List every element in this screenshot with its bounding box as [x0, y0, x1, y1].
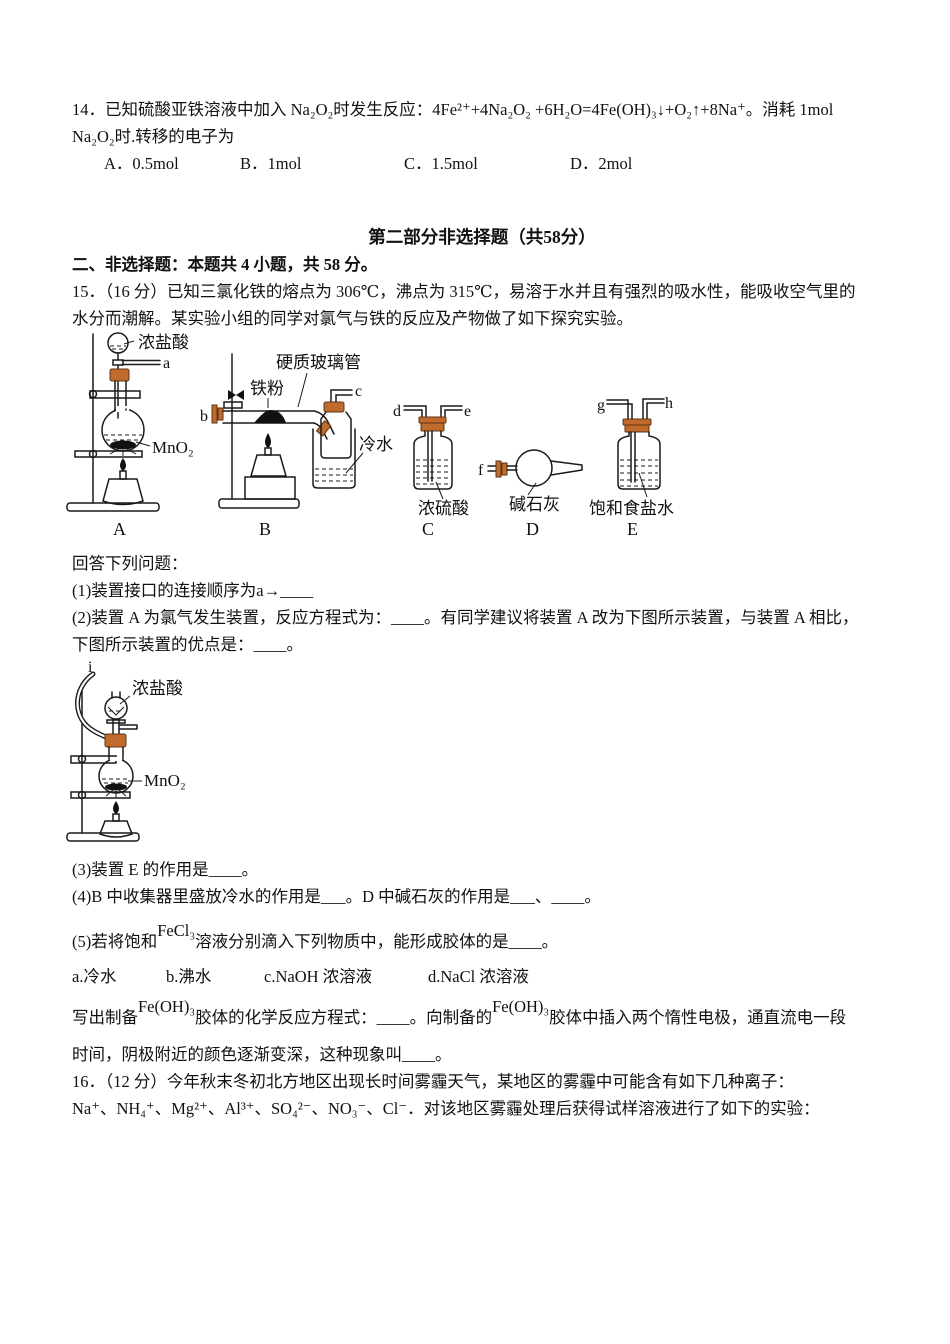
port-e-label: e [464, 403, 471, 420]
apparatus-A-chlorine-generator: 浓盐酸 a MnO₂ A [66, 332, 194, 539]
q14-option-d: D．2mol [570, 154, 633, 173]
label-cold-water: 冷水 [359, 435, 393, 454]
q5-option-a: a.冷水 [72, 967, 117, 986]
q5-prefix: (5)若将饱和 [72, 932, 158, 951]
figure-improved-generator: i MnO₂ 浓盐酸 [66, 659, 186, 842]
q14-option-b: B．1mol [240, 154, 302, 173]
label-saturated-brine: 饱和食盐水 [589, 499, 674, 518]
figure-apparatus-set: 浓盐酸 a MnO₂ A b 铁粉 硬质玻璃管 [66, 332, 674, 539]
q5b-formula-feoh3-1: Fe(OH)₃ [138, 997, 196, 1016]
apparatus-improved-generator: i MnO₂ 浓盐酸 [66, 659, 186, 842]
label-conc-hcl-A: 浓盐酸 [138, 333, 189, 352]
device-label-E: E [627, 519, 638, 539]
q15-q4: (4)B 中收集器里盛放冷水的作用是___。D 中碱石灰的作用是___、____… [72, 887, 601, 906]
label-soda-lime: 碱石灰 [509, 495, 560, 514]
q15-q2-line2: 下图所示装置的优点是：____。 [72, 635, 303, 654]
label-mno2-A: MnO₂ [152, 438, 194, 457]
section-header: 第二部分非选择题（共58分） [368, 227, 596, 247]
q5b-part1: 写出制备 [72, 1008, 138, 1027]
q15-intro-line2: 水分而潮解。某实验小组的同学对氯气与铁的反应及产物做了如下探究实验。 [72, 309, 633, 328]
section-subheader: 二、非选择题：本题共 4 小题，共 58 分。 [72, 255, 378, 274]
q5b-formula-feoh3-2: Fe(OH)₃ [492, 997, 550, 1016]
q5-suffix: 溶液分别滴入下列物质中，能形成胶体的是____。 [195, 932, 559, 951]
q14-option-c: C．1.5mol [404, 154, 478, 173]
apparatus-C-gas-washing-bottle: d e 浓硫酸 C [393, 403, 471, 539]
q15-q1: (1)装置接口的连接顺序为a→____ [72, 581, 314, 600]
apparatus-E-saturated-brine-bottle: g h 饱和食盐水 E [589, 395, 674, 539]
q14-options: A．0.5mol B．1mol C．1.5mol D．2mol [72, 150, 892, 177]
label-conc-hcl-improved: 浓盐酸 [132, 679, 183, 698]
port-d-label: d [393, 403, 401, 420]
q5-options-row: a.冷水 b.沸水 c.NaOH 浓溶液 d.NaCl 浓溶液 [72, 963, 892, 990]
device-label-B: B [259, 519, 271, 539]
q16-line2: Na⁺、NH₄⁺、Mg²⁺、Al³⁺、SO₄²⁻、NO₃⁻、Cl⁻．对该地区雾霾… [72, 1099, 820, 1118]
label-conc-h2so4: 浓硫酸 [418, 499, 469, 518]
q16-line1: 16．（12 分）今年秋末冬初北方地区出现长时间雾霾天气，某地区的雾霾中可能含有… [72, 1072, 794, 1091]
q5-option-b: b.沸水 [166, 967, 212, 986]
device-label-A: A [113, 519, 126, 539]
q14-line2: Na₂O₂时.转移的电子为 [72, 127, 235, 146]
q15-questions-intro: 回答下列问题： [72, 554, 188, 573]
port-c-label: c [355, 383, 362, 400]
device-label-D: D [526, 519, 539, 539]
q15-q5b-line: 写出制备 Fe(OH)₃ 胶体的化学反应方程式：____。向制备的 Fe(OH)… [72, 997, 892, 1031]
q5b-part3: 胶体中插入两个惰性电极，通直流电一段 [549, 1008, 847, 1027]
q15-q5b-line2: 时间，阴极附近的颜色逐渐变深，这种现象叫____。 [72, 1045, 452, 1064]
q15-q3: (3)装置 E 的作用是____。 [72, 860, 259, 879]
label-mno2-improved: MnO₂ [144, 771, 186, 790]
q14-option-a: A．0.5mol [104, 154, 179, 173]
device-label-C: C [422, 519, 434, 539]
q15-intro-line1: 15．（16 分）已知三氯化铁的熔点为 306℃，沸点为 315℃，易溶于水并且… [72, 282, 856, 301]
apparatus-B-hard-glass-tube: b 铁粉 硬质玻璃管 c 冷水 B [200, 353, 393, 539]
q15-q2-line1: (2)装置 A 为氯气发生装置，反应方程式为：____。有同学建议将装置 A 改… [72, 608, 859, 627]
label-iron-powder: 铁粉 [250, 379, 284, 398]
port-i-label: i [88, 659, 93, 676]
q15-q5-line: (5)若将饱和 FeCl₃ 溶液分别滴入下列物质中，能形成胶体的是____。 [72, 921, 892, 955]
port-a-label: a [163, 355, 170, 372]
q5b-part2: 胶体的化学反应方程式：____。向制备的 [195, 1008, 493, 1027]
q5-formula-fecl3: FeCl₃ [157, 921, 196, 940]
port-b-label: b [200, 408, 208, 425]
port-g-label: g [597, 397, 605, 414]
q5-option-c: c.NaOH 浓溶液 [264, 967, 373, 986]
apparatus-D-drying-ball: f 碱石灰 D [478, 449, 583, 539]
port-h-label: h [665, 395, 673, 412]
label-hard-glass-tube: 硬质玻璃管 [276, 353, 361, 372]
port-f-label: f [478, 462, 484, 479]
q5-option-d: d.NaCl 浓溶液 [428, 967, 529, 986]
q14-line1: 14．已知硫酸亚铁溶液中加入 Na₂O₂时发生反应：4Fe²⁺+4Na₂O₂ +… [72, 100, 834, 119]
